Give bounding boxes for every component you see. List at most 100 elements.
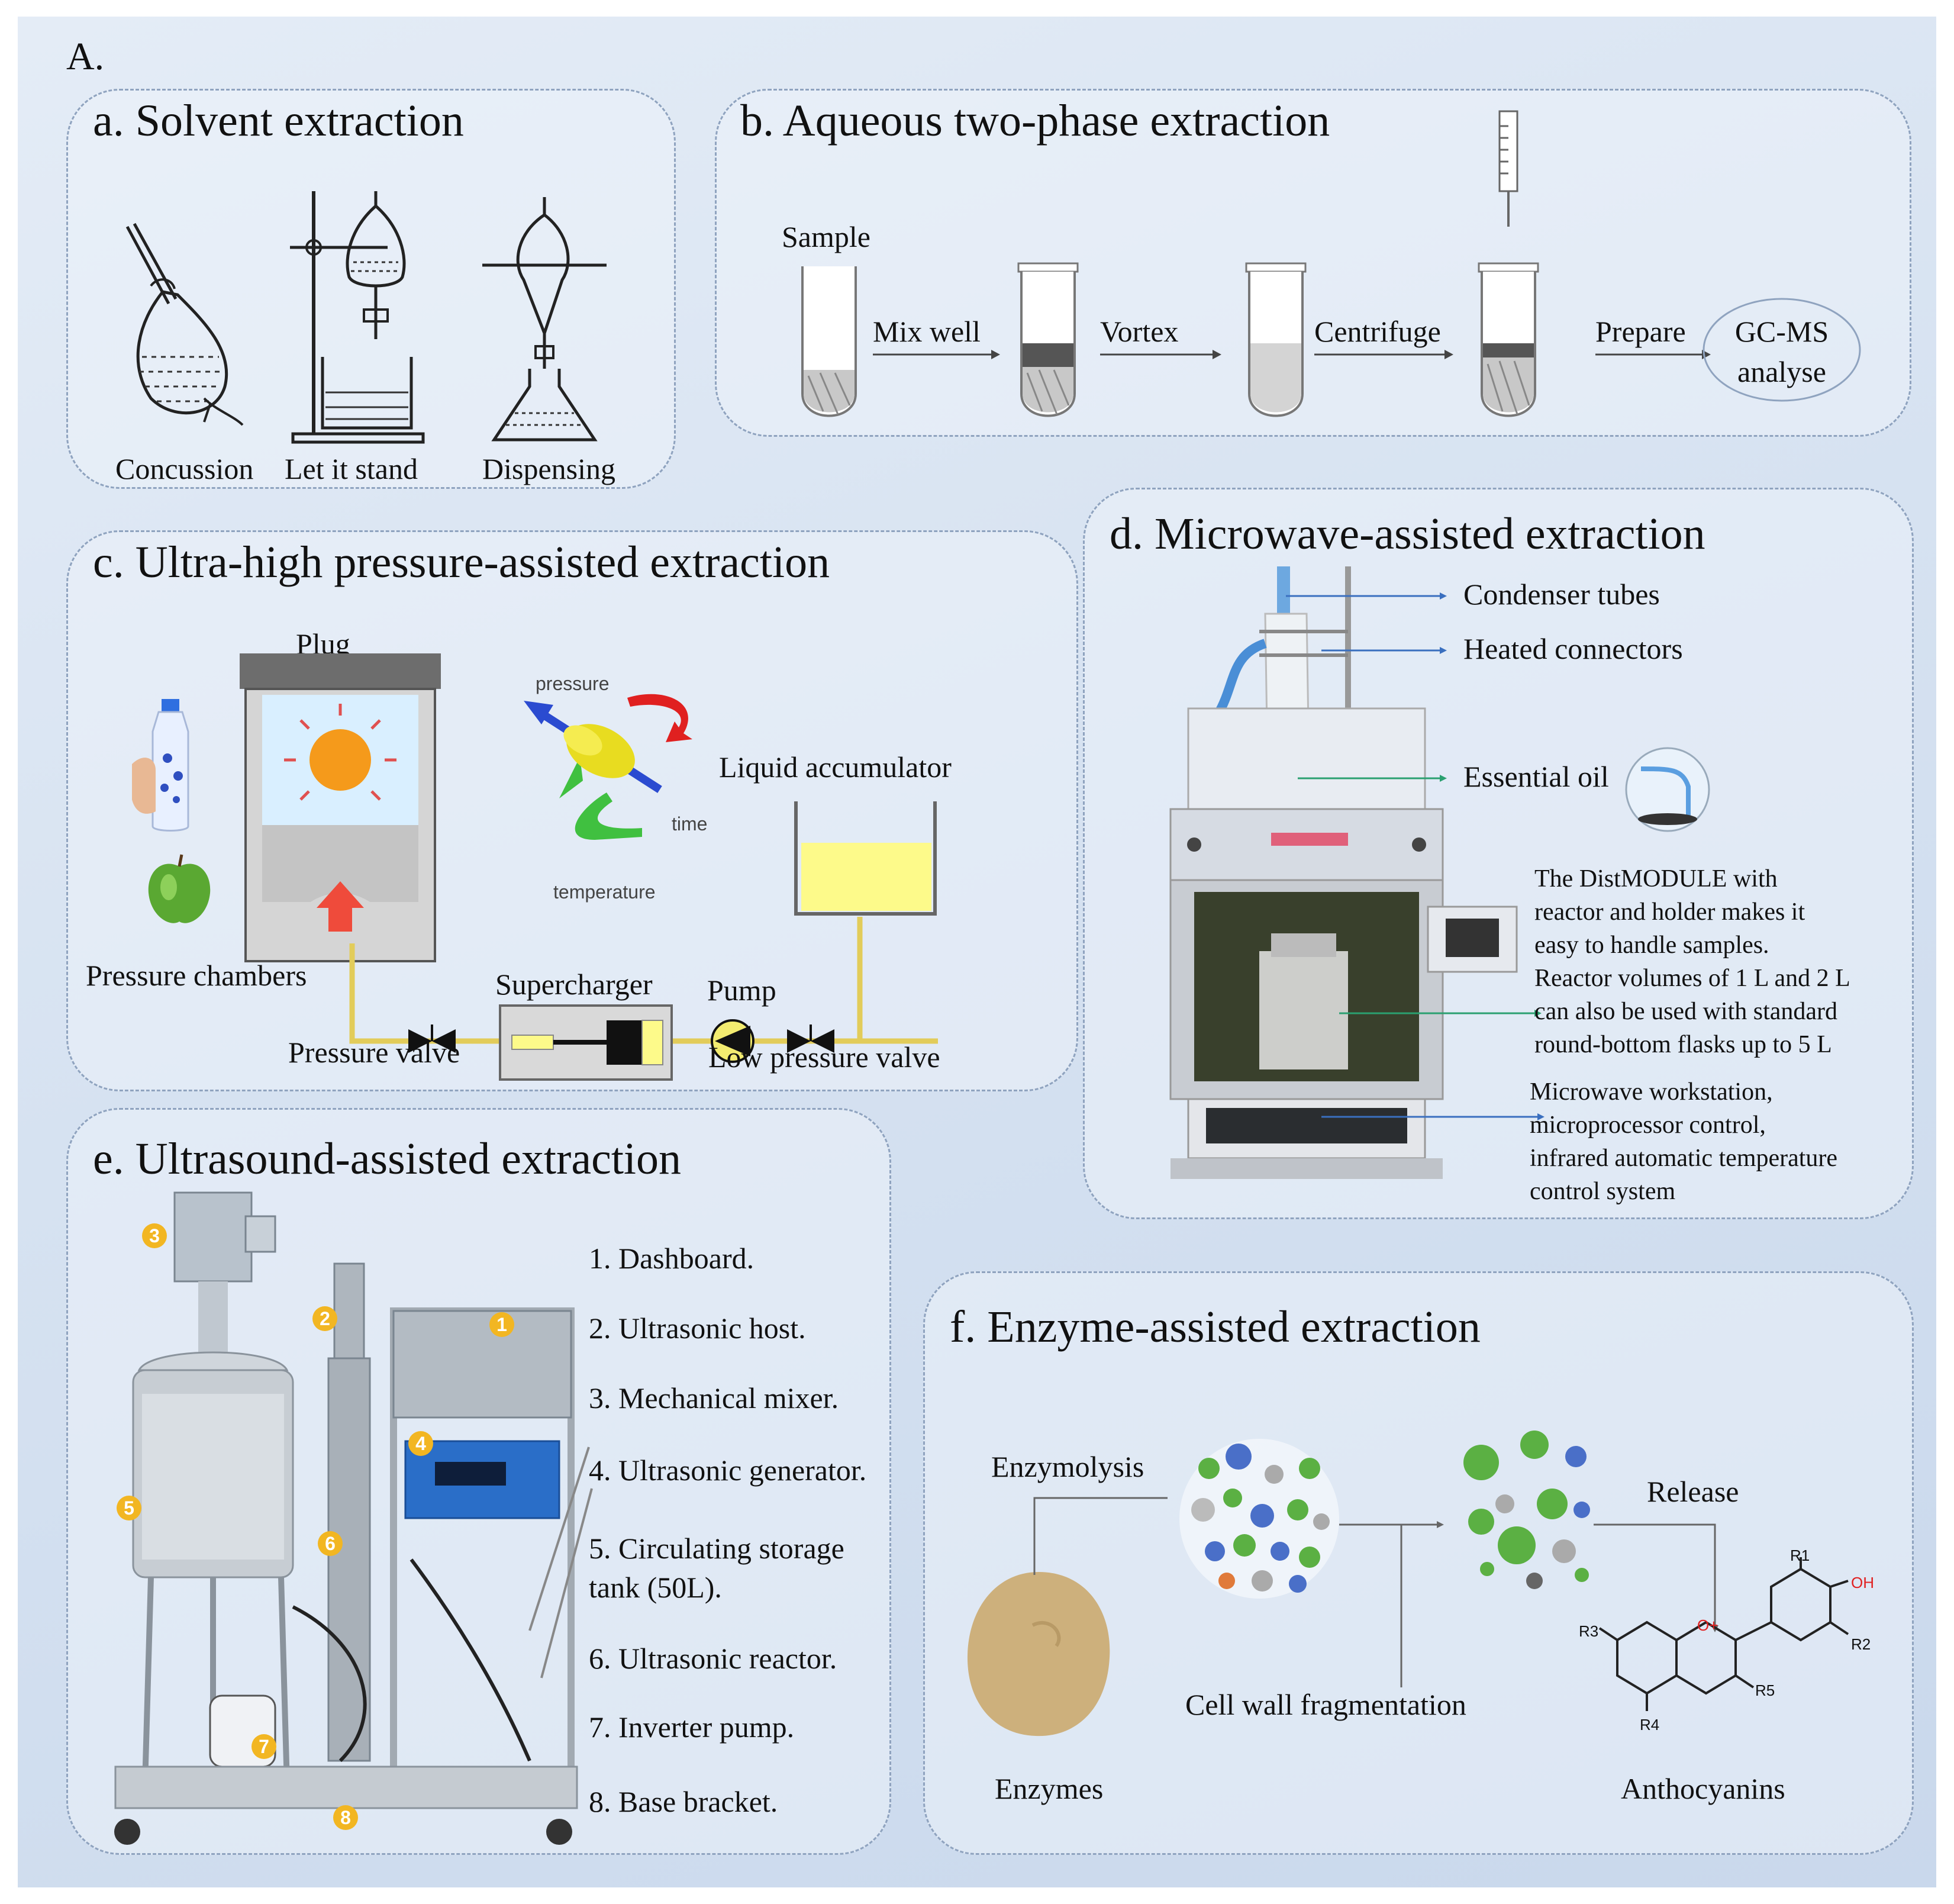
item-dashboard: 1. Dashboard. [589, 1242, 754, 1275]
label-concussion: Concussion [115, 452, 254, 485]
chem-r5: R5 [1755, 1681, 1775, 1699]
arrow-prepare [1595, 350, 1711, 359]
item-ultrasonic-reactor: 6. Ultrasonic reactor. [589, 1642, 837, 1675]
panel-f-title: f. Enzyme-assisted extraction [950, 1302, 1481, 1352]
panel-ultrasound-assisted: e. Ultrasound-assisted extraction 1 2 3 … [66, 1108, 891, 1855]
step-mix-well: Mix well [873, 315, 981, 348]
water-bottle-icon [132, 699, 189, 832]
panel-d-title: d. Microwave-assisted extraction [1110, 509, 1705, 559]
marker-4: 4 [408, 1431, 433, 1456]
gc-ms-line1: GC-MS [1734, 315, 1829, 348]
pressure-valve [408, 1025, 456, 1053]
distmodule-line-3: easy to handle samples. [1534, 932, 1769, 959]
pointer-lines [1286, 592, 1545, 1120]
panel-e-title: e. Ultrasound-assisted extraction [93, 1134, 682, 1184]
item-circulating-tank-line2: tank (50L). [589, 1571, 722, 1604]
anthocyanin-structure [1598, 1557, 1849, 1711]
workstation-line-1: Microwave workstation, [1530, 1078, 1773, 1106]
pump-icon [711, 1019, 754, 1063]
apple-icon [148, 854, 211, 923]
label-condenser-tubes: Condenser tubes [1463, 578, 1660, 611]
panel-microwave-assisted: d. Microwave-assisted extraction [1083, 488, 1914, 1219]
item-mechanical-mixer: 3. Mechanical mixer. [589, 1381, 839, 1415]
distmodule-line-4: Reactor volumes of 1 L and 2 L [1534, 965, 1850, 992]
item-ultrasonic-generator: 4. Ultrasonic generator. [589, 1454, 867, 1487]
pressure-chamber-diagram [240, 653, 441, 962]
distmodule-line-1: The DistMODULE with [1534, 865, 1778, 893]
essential-oil-inset [1625, 747, 1710, 832]
marker-2: 2 [312, 1306, 337, 1331]
item-ultrasonic-host: 2. Ultrasonic host. [589, 1312, 806, 1345]
gc-ms-ellipse [1703, 298, 1861, 402]
figure-canvas: A. a. Solvent extraction [18, 17, 1936, 1887]
label-release: Release [1647, 1475, 1739, 1508]
concussion-illustration [125, 223, 244, 426]
figure-label: A. [66, 35, 105, 78]
label-enzymolysis: Enzymolysis [991, 1450, 1144, 1483]
marker-7: 7 [251, 1734, 276, 1759]
panel-c-title: c. Ultra-high pressure-assisted extracti… [93, 537, 830, 587]
low-pressure-valve [787, 1025, 834, 1053]
workstation-line-3: infrared automatic temperature [1530, 1145, 1838, 1172]
arrow-centrifuge [1314, 350, 1453, 359]
label-low-pressure-valve: Low pressure valve [708, 1040, 940, 1074]
label-time: time [672, 813, 708, 835]
workstation-line-2: microprocessor control, [1530, 1112, 1766, 1139]
let-it-stand-illustration [290, 191, 425, 444]
step-prepare: Prepare [1595, 315, 1686, 348]
panel-enzyme-assisted: f. Enzyme-assisted extraction Enzymolysi… [923, 1271, 1914, 1855]
panel-solvent-extraction: a. Solvent extraction [66, 89, 676, 489]
dispensing-illustration [482, 197, 607, 442]
label-dispensing: Dispensing [482, 452, 615, 485]
flow-lines [1033, 1497, 1718, 1687]
pressure-time-temperature-cycle [524, 694, 692, 840]
chem-oh: OH [1851, 1574, 1874, 1592]
arrow-mix-well [873, 350, 1000, 359]
label-heated-connectors: Heated connectors [1463, 632, 1683, 665]
item-base-bracket: 8. Base bracket. [589, 1785, 778, 1818]
label-pressure-chambers: Pressure chambers [86, 959, 307, 992]
chem-r4: R4 [1640, 1716, 1660, 1734]
mixed-tube [1017, 262, 1079, 417]
marker-5: 5 [117, 1496, 141, 1520]
distmodule-line-6: round-bottom flasks up to 5 L [1534, 1031, 1832, 1058]
chem-r1: R1 [1790, 1547, 1810, 1564]
marker-6: 6 [318, 1531, 343, 1556]
liquid-accumulator [794, 801, 937, 916]
workstation-line-4: control system [1530, 1178, 1676, 1205]
panel-b-title: b. Aqueous two-phase extraction [740, 96, 1330, 146]
label-enzymes: Enzymes [995, 1772, 1104, 1805]
marker-3: 3 [142, 1223, 167, 1248]
step-centrifuge: Centrifuge [1314, 315, 1441, 348]
sample-tube [801, 266, 857, 417]
microwave-apparatus [1169, 566, 1444, 1179]
chem-r3: R3 [1579, 1622, 1599, 1640]
item-circulating-tank-line1: 5. Circulating storage [589, 1532, 844, 1565]
panel-aqueous-two-phase: b. Aqueous two-phase extraction Sample M… [715, 89, 1911, 437]
label-cell-wall-fragmentation: Cell wall fragmentation [1185, 1688, 1466, 1721]
step-vortex: Vortex [1100, 315, 1179, 348]
supercharger [499, 1004, 673, 1081]
panel-ultra-high-pressure: c. Ultra-high pressure-assisted extracti… [66, 530, 1078, 1091]
label-let-it-stand: Let it stand [285, 452, 418, 485]
panel-a-title: a. Solvent extraction [93, 96, 464, 146]
ultrasound-equipment [114, 1191, 593, 1845]
label-temperature: temperature [553, 881, 656, 903]
chem-r2: R2 [1851, 1635, 1871, 1653]
control-pad [1427, 906, 1518, 973]
label-anthocyanins: Anthocyanins [1621, 1772, 1785, 1805]
label-liquid-accumulator: Liquid accumulator [719, 750, 952, 784]
label-sample: Sample [782, 220, 870, 253]
arrow-vortex [1100, 350, 1221, 359]
vortexed-tube [1245, 262, 1307, 417]
enzymes-powder [967, 1572, 1110, 1737]
label-supercharger: Supercharger [495, 968, 653, 1001]
marker-8: 8 [333, 1805, 358, 1830]
pipette [1498, 110, 1518, 227]
label-pump: Pump [707, 974, 776, 1007]
marker-1: 1 [489, 1312, 514, 1337]
item-inverter-pump: 7. Inverter pump. [589, 1710, 795, 1744]
chem-o-plus: O+ [1697, 1616, 1718, 1634]
label-essential-oil: Essential oil [1463, 760, 1609, 793]
gc-ms-line2: analyse [1737, 355, 1826, 388]
